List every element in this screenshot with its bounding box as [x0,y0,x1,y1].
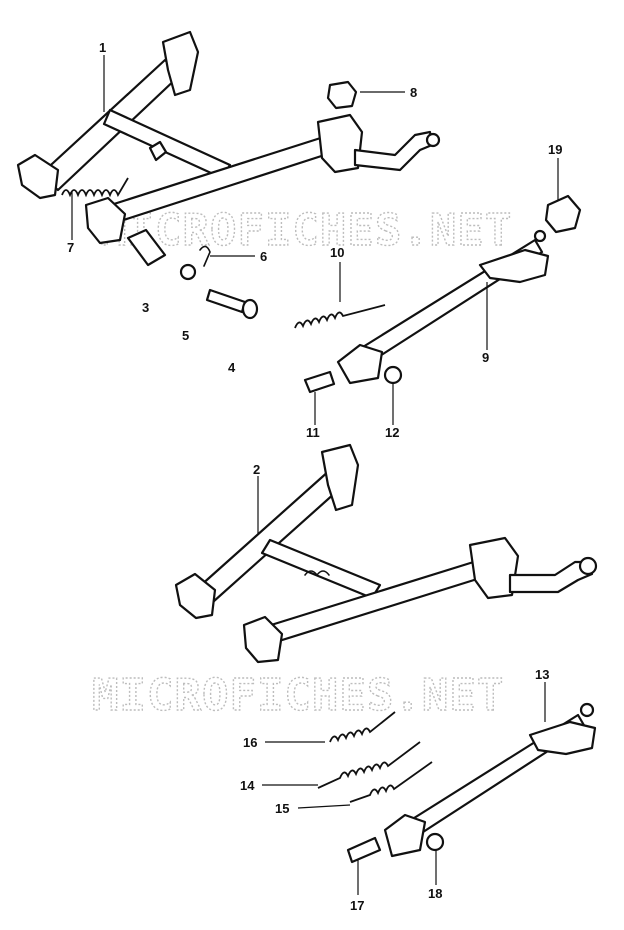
callout-19: 19 [548,142,562,157]
center-stand-1 [16,30,441,245]
callout-6: 6 [260,249,267,264]
callout-3: 3 [142,300,149,315]
rubber-19 [544,194,582,234]
spring-10 [294,304,386,329]
watermark-bottom: MICROFICHES.NET [92,670,504,721]
callout-10: 10 [330,245,344,260]
clip-6 [199,245,211,267]
callout-labels: 1 2 3 4 5 6 7 8 9 10 11 12 13 14 15 16 1… [67,40,562,913]
callout-11: 11 [306,425,320,440]
center-stand-2 [174,443,598,664]
callout-15: 15 [275,801,289,816]
callout-1: 1 [99,40,106,55]
watermark-top: MICROFICHES.NET [100,205,512,256]
side-stand-9 [303,229,550,394]
collar-3 [126,228,167,267]
nut-5 [179,263,197,281]
callout-7: 7 [67,240,74,255]
spring-16 [329,711,396,743]
bolt-4 [205,288,247,314]
callout-16: 16 [243,735,257,750]
callout-13: 13 [535,667,549,682]
callout-9: 9 [482,350,489,365]
callout-8: 8 [410,85,417,100]
callout-5: 5 [182,328,189,343]
callout-18: 18 [428,886,442,901]
spring-14 [317,741,421,789]
callout-14: 14 [240,778,255,793]
leader-lines [71,55,559,895]
callout-17: 17 [350,898,364,913]
side-stand-13 [346,702,597,864]
spring-15 [349,761,433,803]
cap-8 [326,80,358,110]
callout-12: 12 [385,425,399,440]
callout-2: 2 [253,462,260,477]
callout-4: 4 [228,360,236,375]
